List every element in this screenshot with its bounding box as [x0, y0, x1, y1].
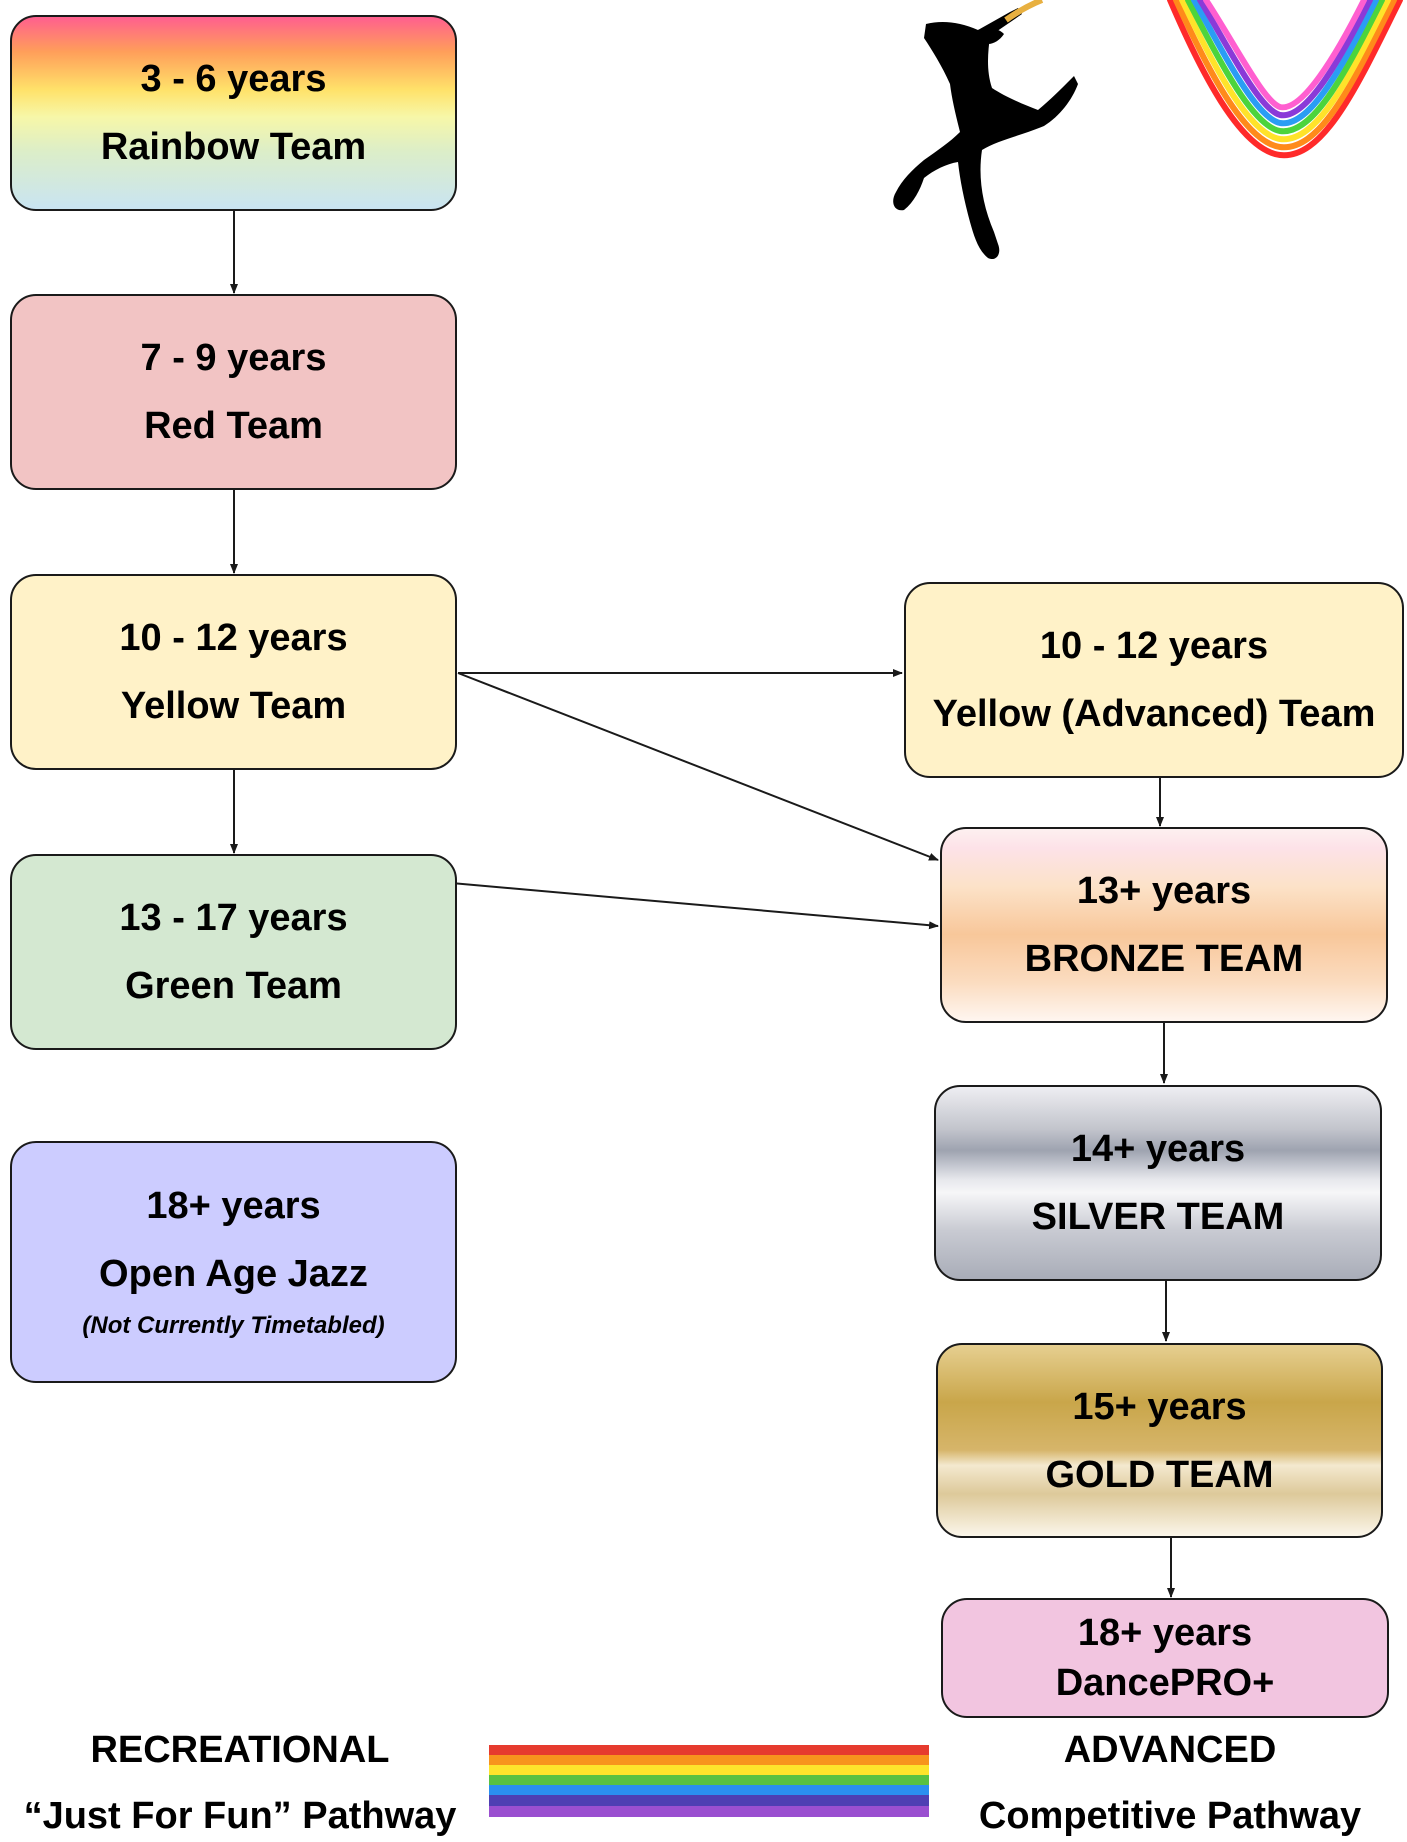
rainbow-team-age: 3 - 6 years [140, 58, 327, 100]
bronze-team-age: 13+ years [1076, 870, 1252, 912]
arrow-yellow-to-bronze [457, 672, 939, 861]
advanced-subtitle: Competitive Pathway [978, 1795, 1362, 1837]
yellow-advanced-team-age: 10 - 12 years [1039, 625, 1269, 667]
gold-team-box: 15+ years GOLD TEAM [936, 1343, 1383, 1538]
red-team-age: 7 - 9 years [140, 337, 327, 379]
yellow-team-name: Yellow Team [120, 685, 347, 727]
bronze-team-box: 13+ years BRONZE TEAM [940, 827, 1388, 1023]
dancepro-team-name: DancePRO+ [1055, 1662, 1275, 1704]
yellow-team-age: 10 - 12 years [119, 617, 348, 659]
red-team-box: 7 - 9 years Red Team [10, 294, 457, 490]
bronze-team-name: BRONZE TEAM [1024, 938, 1304, 980]
advanced-title: ADVANCED [1063, 1729, 1277, 1771]
yellow-advanced-team-box: 10 - 12 years Yellow (Advanced) Team [904, 582, 1404, 778]
silver-team-age: 14+ years [1070, 1128, 1246, 1170]
yellow-team-box: 10 - 12 years Yellow Team [10, 574, 457, 770]
silver-team-name: SILVER TEAM [1031, 1196, 1285, 1238]
silver-team-box: 14+ years SILVER TEAM [934, 1085, 1382, 1281]
dancer-silhouette-icon [893, 0, 1078, 260]
open-age-jazz-name: Open Age Jazz [99, 1253, 368, 1295]
red-team-name: Red Team [144, 405, 323, 447]
rainbow-team-name: Rainbow Team [100, 126, 367, 168]
open-age-jazz-age: 18+ years [146, 1185, 321, 1227]
dancepro-team-age: 18+ years [1077, 1612, 1253, 1654]
rainbow-team-box: 3 - 6 years Rainbow Team [10, 15, 457, 211]
green-team-box: 13 - 17 years Green Team [10, 854, 457, 1050]
rainbow-stripes-icon [489, 1745, 929, 1817]
open-age-jazz-box: 18+ years Open Age Jazz (Not Currently T… [10, 1141, 457, 1383]
dancepro-team-box: 18+ years DancePRO+ [941, 1598, 1389, 1718]
green-team-age: 13 - 17 years [119, 897, 348, 939]
gold-team-name: GOLD TEAM [1045, 1453, 1274, 1496]
open-age-jazz-note: (Not Currently Timetabled) [82, 1312, 385, 1339]
gold-team-age: 15+ years [1072, 1385, 1247, 1428]
rainbow-ribbon-icon [1167, 0, 1403, 159]
yellow-advanced-team-name: Yellow (Advanced) Team [932, 693, 1376, 735]
green-team-name: Green Team [125, 965, 342, 1007]
recreational-subtitle: “Just For Fun” Pathway [23, 1795, 457, 1837]
recreational-title: RECREATIONAL [90, 1729, 390, 1771]
